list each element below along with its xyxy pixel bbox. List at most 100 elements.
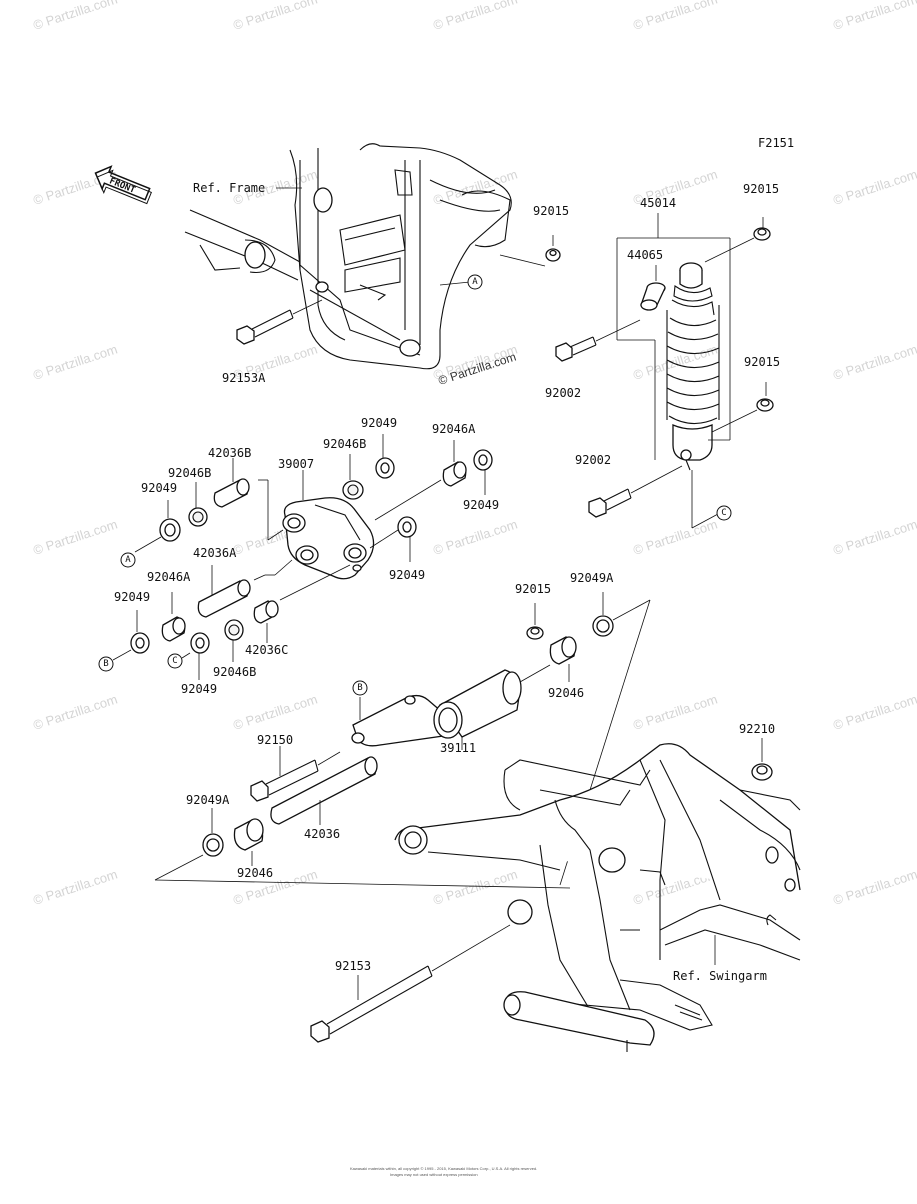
svg-text:B: B bbox=[357, 683, 362, 693]
part-label-42036: 42036 bbox=[304, 827, 340, 841]
part-label-92049A-a: 92049A bbox=[570, 571, 614, 585]
part-label-layer: 9201545014920154406592153A92002920159204… bbox=[114, 182, 780, 973]
part-label-39007: 39007 bbox=[278, 457, 314, 471]
part-label-92049-c: 92049 bbox=[463, 498, 499, 512]
front-arrow-icon: FRONT bbox=[94, 165, 152, 205]
nut-92015-shock bbox=[756, 398, 774, 412]
washer-92049-d bbox=[397, 516, 417, 538]
part-label-92046B-b: 92046B bbox=[323, 437, 366, 451]
part-label-92046-a: 92046 bbox=[548, 686, 584, 700]
watermark-text: © Partzilla.com bbox=[231, 692, 319, 733]
watermark-text: © Partzilla.com bbox=[31, 342, 119, 383]
watermark-text: © Partzilla.com bbox=[631, 517, 719, 558]
seal-92049A-a bbox=[592, 615, 614, 637]
bolt-92153 bbox=[310, 924, 511, 1043]
collar-42036 bbox=[270, 756, 378, 825]
part-label-42036C: 42036C bbox=[245, 643, 288, 657]
watermark-text: © Partzilla.com bbox=[431, 867, 519, 908]
nut-92015-right bbox=[753, 227, 771, 241]
nut-92210 bbox=[751, 763, 773, 781]
part-label-44065: 44065 bbox=[627, 248, 663, 262]
svg-text:C: C bbox=[172, 656, 177, 666]
watermark-text: © Partzilla.com bbox=[631, 0, 719, 33]
part-label-92150: 92150 bbox=[257, 733, 293, 747]
watermark-text: © Partzilla.com bbox=[31, 0, 119, 33]
bolt-92002-lower bbox=[588, 465, 683, 518]
part-label-92046-b: 92046 bbox=[237, 866, 273, 880]
ref-swingarm-label: Ref. Swingarm bbox=[673, 969, 767, 983]
bearing-92046B-b bbox=[342, 480, 364, 500]
washer-92049-c bbox=[473, 449, 493, 471]
ref-frame-label: Ref. Frame bbox=[193, 181, 265, 195]
bolt-92150 bbox=[250, 751, 341, 802]
part-label-92015-shock: 92015 bbox=[744, 355, 780, 369]
bearing-92046-a bbox=[549, 636, 577, 665]
nut-92015-top bbox=[545, 248, 561, 262]
part-label-92049-f: 92049 bbox=[181, 682, 217, 696]
washer-92049-b bbox=[375, 457, 395, 479]
watermark-text: © Partzilla.com bbox=[631, 342, 719, 383]
svg-text:A: A bbox=[472, 277, 478, 287]
part-label-92153A: 92153A bbox=[222, 371, 266, 385]
watermark-text: © Partzilla.com bbox=[831, 342, 917, 383]
svg-text:C: C bbox=[721, 508, 726, 518]
bolt-92002-upper bbox=[555, 319, 641, 362]
washer-92049-e bbox=[130, 632, 150, 654]
part-label-92153: 92153 bbox=[335, 959, 371, 973]
callout-a-rocker: A bbox=[120, 552, 136, 568]
part-label-92002-a: 92002 bbox=[545, 386, 581, 400]
watermark-text: © Partzilla.com bbox=[231, 0, 319, 33]
part-label-92046A-a: 92046A bbox=[432, 422, 476, 436]
callout-b-rocker: B bbox=[98, 656, 114, 672]
bearing-92046A-b bbox=[161, 616, 186, 642]
callout-c-rocker: C bbox=[167, 653, 183, 669]
diagram-id: F2151 bbox=[758, 136, 794, 150]
watermark-text: © Partzilla.com bbox=[31, 867, 119, 908]
part-label-92210: 92210 bbox=[739, 722, 775, 736]
part-label-92049A-b: 92049A bbox=[186, 793, 230, 807]
tie-rod-39111 bbox=[351, 669, 522, 747]
watermark-text: © Partzilla.com bbox=[431, 517, 519, 558]
callout-b-tierod: B bbox=[352, 680, 368, 696]
part-label-92015-lower: 92015 bbox=[515, 582, 551, 596]
part-label-45014: 45014 bbox=[640, 196, 676, 210]
sleeve-44065 bbox=[640, 282, 666, 311]
copyright-line-1: Kawasaki materials within, all copyright… bbox=[350, 1166, 537, 1171]
part-label-42036B: 42036B bbox=[208, 446, 251, 460]
part-label-92015-top: 92015 bbox=[533, 204, 569, 218]
part-label-92046B-c: 92046B bbox=[213, 665, 256, 679]
part-label-92049-e: 92049 bbox=[114, 590, 150, 604]
swingarm-drawing bbox=[394, 743, 801, 1052]
copyright-line-2: Images may not used without express perm… bbox=[390, 1172, 478, 1177]
part-label-92046B-a: 92046B bbox=[168, 466, 211, 480]
part-label-92049-d: 92049 bbox=[389, 568, 425, 582]
part-label-92049-a: 92049 bbox=[141, 481, 177, 495]
washer-92049-a bbox=[159, 518, 181, 542]
part-label-92002-b: 92002 bbox=[575, 453, 611, 467]
watermark-text: © Partzilla.com bbox=[831, 692, 917, 733]
watermark-text: © Partzilla.com bbox=[831, 517, 917, 558]
washer-92049-f bbox=[190, 632, 210, 654]
svg-text:B: B bbox=[103, 659, 108, 669]
collar-42036B bbox=[213, 478, 250, 508]
collar-42036A bbox=[197, 579, 251, 618]
bolt-92153A bbox=[236, 299, 323, 345]
part-label-42036A: 42036A bbox=[193, 546, 237, 560]
watermark-text: © Partzilla.com bbox=[31, 692, 119, 733]
callout-c-shock: C bbox=[716, 505, 732, 521]
bearing-92046-b bbox=[233, 818, 264, 851]
seal-92049A-b bbox=[202, 833, 224, 857]
rocker-arm-39007 bbox=[282, 497, 375, 580]
shock-absorber bbox=[666, 262, 720, 471]
frame-drawing bbox=[184, 143, 512, 370]
watermark-text: © Partzilla.com bbox=[631, 692, 719, 733]
bearing-92046A-a bbox=[442, 461, 467, 487]
bearing-92046B-a bbox=[188, 507, 208, 527]
part-label-92046A-b: 92046A bbox=[147, 570, 191, 584]
watermark-text: © Partzilla.com bbox=[431, 0, 519, 33]
watermark-text: © Partzilla.com bbox=[31, 517, 119, 558]
part-label-39111: 39111 bbox=[440, 741, 476, 755]
watermark-text: © Partzilla.com bbox=[831, 0, 917, 33]
